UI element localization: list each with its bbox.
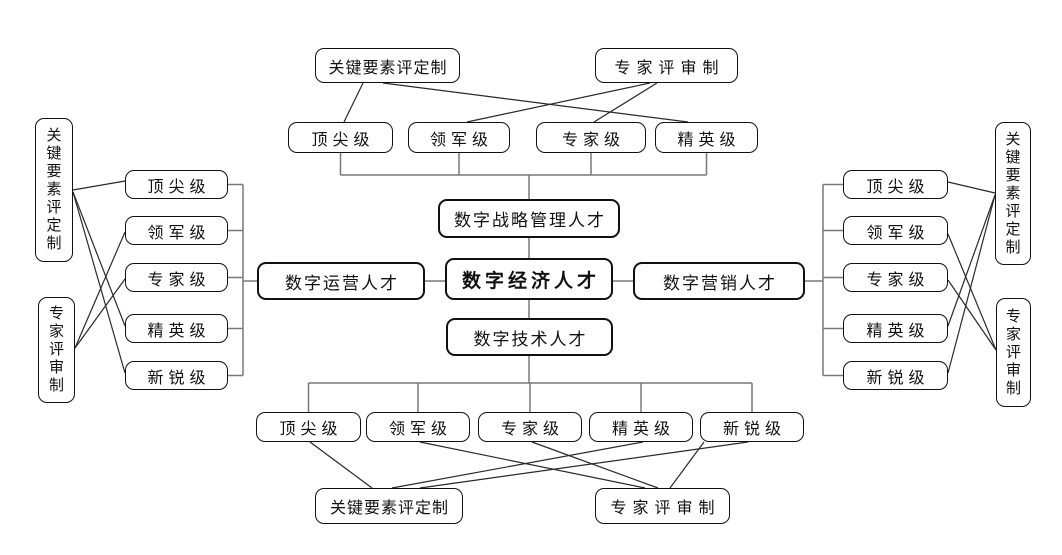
bottom-level-elite: 精英级 bbox=[589, 412, 693, 442]
node-digital-economy-talent: 数字经济人才 bbox=[445, 258, 613, 300]
top-level-expert: 专家级 bbox=[536, 122, 646, 153]
right-section-tree-connectors bbox=[822, 183, 843, 377]
bottom-eval-key-factor-box: 关键要素评定制 bbox=[315, 488, 463, 524]
left-eval-key-factor-box: 关键要素评定制 bbox=[35, 118, 73, 262]
right-level-elite: 精英级 bbox=[843, 314, 948, 343]
bottom-section-tree-connectors bbox=[307, 382, 753, 412]
left-level-top-tier: 顶尖级 bbox=[125, 170, 228, 199]
right-section-evaluation-links bbox=[947, 181, 997, 374]
right-level-leader: 领军级 bbox=[843, 216, 948, 245]
left-eval-expert-review-box: 专家评审制 bbox=[38, 297, 75, 403]
left-level-leader: 领军级 bbox=[125, 216, 228, 245]
left-section-tree-connectors bbox=[228, 183, 244, 377]
left-section-evaluation-links bbox=[72, 180, 126, 374]
bottom-level-rising-star: 新锐级 bbox=[700, 412, 804, 442]
bottom-level-expert: 专家级 bbox=[478, 412, 582, 442]
top-level-leader: 领军级 bbox=[408, 122, 510, 153]
bottom-eval-expert-review-box: 专家评审制 bbox=[595, 488, 730, 524]
node-digital-technology-talent: 数字技术人才 bbox=[446, 318, 613, 356]
top-section-evaluation-links bbox=[343, 82, 689, 123]
right-level-expert: 专家级 bbox=[843, 263, 948, 292]
node-digital-operations-talent: 数字运营人才 bbox=[257, 262, 425, 300]
left-level-elite: 精英级 bbox=[125, 314, 228, 343]
right-eval-key-factor-box: 关键要素评定制 bbox=[995, 122, 1031, 265]
right-eval-expert-review-box: 专家评审制 bbox=[996, 298, 1031, 407]
top-level-top-tier: 顶尖级 bbox=[288, 122, 393, 153]
node-digital-marketing-talent: 数字营销人才 bbox=[633, 262, 805, 300]
top-eval-key-factor-box: 关键要素评定制 bbox=[315, 48, 460, 83]
left-level-rising-star: 新锐级 bbox=[125, 361, 228, 390]
left-level-expert: 专家级 bbox=[125, 263, 228, 292]
bottom-section-evaluation-links bbox=[309, 441, 749, 489]
top-section-tree-connectors bbox=[339, 153, 708, 199]
bottom-level-leader: 领军级 bbox=[366, 412, 470, 442]
node-digital-strategy-management-talent: 数字战略管理人才 bbox=[438, 199, 620, 238]
bottom-level-top-tier: 顶尖级 bbox=[256, 412, 361, 442]
right-level-top-tier: 顶尖级 bbox=[843, 170, 948, 199]
right-level-rising-star: 新锐级 bbox=[843, 361, 948, 390]
top-level-elite: 精英级 bbox=[655, 122, 758, 153]
top-eval-expert-review-box: 专家评审制 bbox=[595, 48, 738, 83]
